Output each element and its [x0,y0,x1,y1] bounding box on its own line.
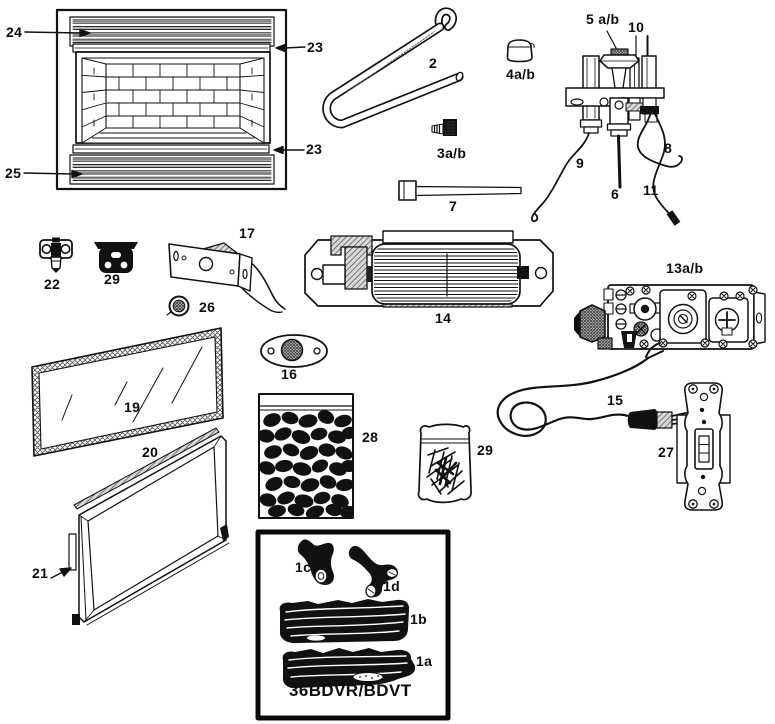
part-label-1d: 1d [383,578,400,594]
blower-assembly-14 [304,230,554,308]
log-set-box [255,529,451,721]
part-label-11: 11 [643,182,659,198]
wall-switch-27 [676,382,731,511]
part-label-29-bag: 29 [477,442,494,458]
leader-lines [23,28,306,579]
log-1b [279,599,410,644]
part-label-16: 16 [281,366,298,382]
latch-22 [39,237,73,273]
twig-1c [297,539,335,585]
gas-valve-13ab [574,284,766,350]
part-label-1a: 1a [416,653,433,669]
part-label-24: 24 [6,24,23,40]
pilot-assembly [531,30,683,226]
part-label-13ab: 13a/b [666,260,704,276]
burner-tube [322,7,464,129]
twig-1d [348,545,399,598]
part-label-23-top: 23 [307,39,324,55]
part-label-2: 2 [429,55,438,71]
part-label-9: 9 [576,155,585,171]
part-label-6: 6 [611,186,620,202]
part-label-28: 28 [362,429,379,445]
part-label-20: 20 [142,444,159,460]
fireplace-unit [55,8,288,191]
part-label-14: 14 [435,310,452,326]
grommet-26 [166,295,190,317]
part-label-1c: 1c [295,559,312,575]
rod-7 [398,180,522,201]
part-label-29-bracket: 29 [104,271,121,287]
part-label-27: 27 [658,444,675,460]
power-cord-15 [496,342,691,437]
part-label-3ab: 3a/b [437,145,467,161]
log-1a [282,648,416,689]
rockwool-bag-29 [417,423,472,504]
part-label-21: 21 [32,565,49,581]
part-label-1b: 1b [410,611,427,627]
part-label-17: 17 [239,225,256,241]
part-label-19: 19 [124,399,141,415]
part-label-15: 15 [607,392,624,408]
oval-plate-16 [260,334,328,368]
glass-panel-19 [31,327,224,457]
part-label-22: 22 [44,276,61,292]
part-label-10: 10 [628,19,645,35]
part-label-25: 25 [5,165,22,181]
door-frame-20 [68,427,230,626]
model-title: 36BDVR/BDVT [289,681,412,700]
part-label-5ab: 5 a/b [586,11,620,27]
part-label-4ab: 4a/b [506,66,536,82]
bracket-17 [168,242,286,314]
cap-4ab [506,39,535,63]
ember-bag-28 [258,393,354,519]
part-label-23-bottom: 23 [306,141,323,157]
part-label-8: 8 [664,140,673,156]
part-label-7: 7 [449,198,458,214]
bracket-29 [94,242,138,273]
fitting-3ab [431,119,457,136]
part-label-26: 26 [199,299,216,315]
